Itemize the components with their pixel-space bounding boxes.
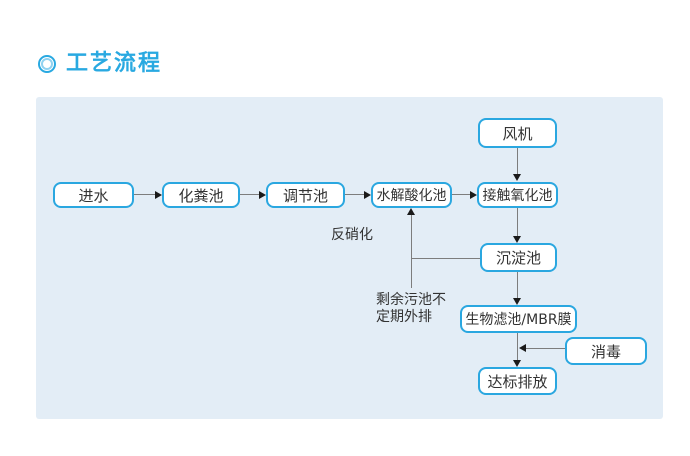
label-denitrification: 反硝化 (331, 227, 373, 243)
section-title: 工艺流程 (66, 51, 163, 76)
node-contact-oxidation-tank: 接触氧化池 (477, 182, 558, 208)
edge-hydrolysis-contact-line (452, 194, 470, 195)
edge-blower-contact-arrowhead (513, 174, 521, 181)
edge-return-vertical-line (411, 215, 412, 288)
edge-inlet-septic-line (134, 194, 155, 195)
node-disinfection: 消毒 (565, 337, 647, 365)
section-bullet-inner-ring (41, 58, 53, 70)
edge-sediment-biofilter-arrowhead (513, 298, 521, 305)
edge-septic-regulating-arrowhead (259, 191, 266, 199)
edge-inlet-septic-arrowhead (155, 191, 162, 199)
edge-disinfection-arrowhead (519, 344, 526, 352)
edge-contact-sediment-arrowhead (513, 236, 521, 243)
edge-sediment-biofilter-line (517, 272, 518, 298)
node-sedimentation-tank: 沉淀池 (480, 243, 557, 272)
edge-regulating-hydrolysis-line (345, 194, 364, 195)
node-inlet: 进水 (53, 182, 134, 208)
edge-biofilter-discharge-line (517, 333, 518, 360)
node-septic-tank: 化粪池 (162, 182, 240, 208)
edge-hydrolysis-contact-arrowhead (470, 191, 477, 199)
node-blower: 风机 (478, 118, 557, 148)
edge-septic-regulating-line (240, 194, 259, 195)
section-header: 工艺流程 (38, 52, 162, 76)
node-hydrolysis-acidification-tank: 水解酸化池 (371, 182, 452, 208)
section-bullet-icon (38, 55, 56, 73)
edge-regulating-hydrolysis-arrowhead (364, 191, 371, 199)
edge-blower-contact-line (517, 148, 518, 174)
edge-disinfection-line (526, 348, 565, 349)
node-regulating-tank: 调节池 (266, 182, 345, 208)
edge-contact-sediment-line (517, 208, 518, 236)
edge-return-hydrolysis-arrowhead (407, 208, 415, 215)
node-biofilter-mbr-membrane: 生物滤池/MBR膜 (460, 305, 577, 333)
label-sludge-discharge-note: 剩余污池不 定期外排 (376, 292, 446, 325)
flow-diagram-panel: 进水 化粪池 调节池 水解酸化池 接触氧化池 风机 沉淀池 生物滤池/MBR膜 … (36, 97, 663, 419)
edge-return-horizontal-line (411, 258, 480, 259)
edge-biofilter-discharge-arrowhead (513, 360, 521, 367)
node-standard-discharge: 达标排放 (478, 367, 557, 395)
